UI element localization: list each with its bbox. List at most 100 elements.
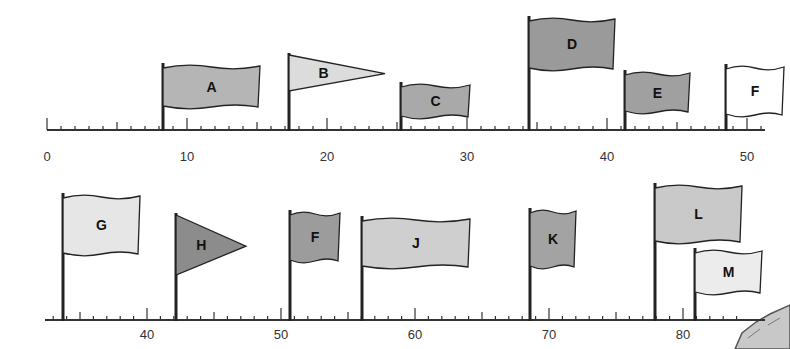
tick-mark [298,126,299,130]
flag-cloth [290,212,340,263]
tick-mark [669,316,670,320]
tick-mark [368,126,369,130]
tick-mark [214,126,215,130]
flag-cloth [655,185,742,244]
tick-mark [682,308,683,320]
tick-mark [736,316,737,320]
tick-mark [172,126,173,130]
flag-cloth [625,72,690,114]
tick-mark [312,126,313,130]
flag-letter: K [548,232,558,246]
tick-mark [187,316,188,320]
tick-mark [578,126,579,130]
number-line [45,308,765,320]
axis-number: 30 [460,150,474,163]
tick-mark [466,118,467,130]
tick-mark [732,126,733,130]
flag-cloth [726,66,784,117]
axis-number: 20 [320,150,334,163]
tick-mark [410,126,411,130]
tick-mark [452,126,453,130]
tick-mark [280,308,281,320]
axis-number: 80 [676,328,690,341]
tick-mark [340,126,341,130]
flag: L [655,185,742,243]
flag-letter: C [430,94,440,108]
flag: C [401,84,470,118]
flag-cloth [176,215,246,275]
flag-letter: F [751,84,760,98]
flag: H [176,215,246,275]
tick-mark [662,126,663,130]
tick-mark [494,126,495,130]
tick-mark [374,316,375,320]
tick-mark [723,316,724,320]
flag-letter: D [567,37,577,51]
flag-letter: G [96,218,107,232]
tick-mark [307,316,308,320]
tick-mark [760,126,761,130]
tick-mark [256,122,257,130]
tick-mark [438,126,439,130]
tick-mark [746,118,747,130]
tick-mark [74,126,75,130]
flag-cloth [529,18,615,71]
tick-mark [60,126,61,130]
tick-mark [242,126,243,130]
tick-mark [615,312,616,320]
flag-cloth [530,210,576,269]
tick-mark [535,316,536,320]
flag: F [290,212,340,262]
axis-number: 40 [140,328,154,341]
flag-outline [289,55,385,91]
rock [735,305,790,349]
flag: E [625,72,690,113]
tick-mark [227,316,228,320]
tick-mark [267,316,268,320]
tick-mark [270,126,271,130]
flag-letter: M [723,265,735,279]
tick-mark [321,316,322,320]
flag: D [529,18,615,70]
tick-mark [481,312,482,320]
tick-mark [120,316,121,320]
flag-cloth [362,218,470,269]
tick-mark [200,126,201,130]
axis-number: 70 [542,328,556,341]
tick-mark [382,126,383,130]
tick-mark [606,118,607,130]
tick-mark [284,126,285,130]
tick-mark [648,126,649,130]
tick-mark [79,312,80,320]
tick-mark [522,126,523,130]
tick-mark [508,316,509,320]
tick-mark [468,316,469,320]
tick-mark [522,316,523,320]
tick-mark [629,316,630,320]
flag-cloth [289,55,385,91]
axis-number: 50 [274,328,288,341]
tick-mark [401,316,402,320]
tick-mark [428,316,429,320]
tick-mark [690,126,691,130]
tick-mark [602,316,603,320]
flag: M [695,250,762,294]
tick-mark [146,308,147,320]
tick-mark [200,316,201,320]
tick-mark [213,312,214,320]
tick-mark [441,316,442,320]
tick-mark [66,316,67,320]
tick-mark [93,316,94,320]
axis-number: 50 [740,150,754,163]
axis-line [47,129,765,131]
flag-cloth [63,195,140,256]
tick-mark [294,316,295,320]
tick-mark [642,316,643,320]
flag: B [289,55,385,91]
tick-mark [396,122,397,130]
tick-mark [240,316,241,320]
tick-mark [550,126,551,130]
tick-mark [508,126,509,130]
